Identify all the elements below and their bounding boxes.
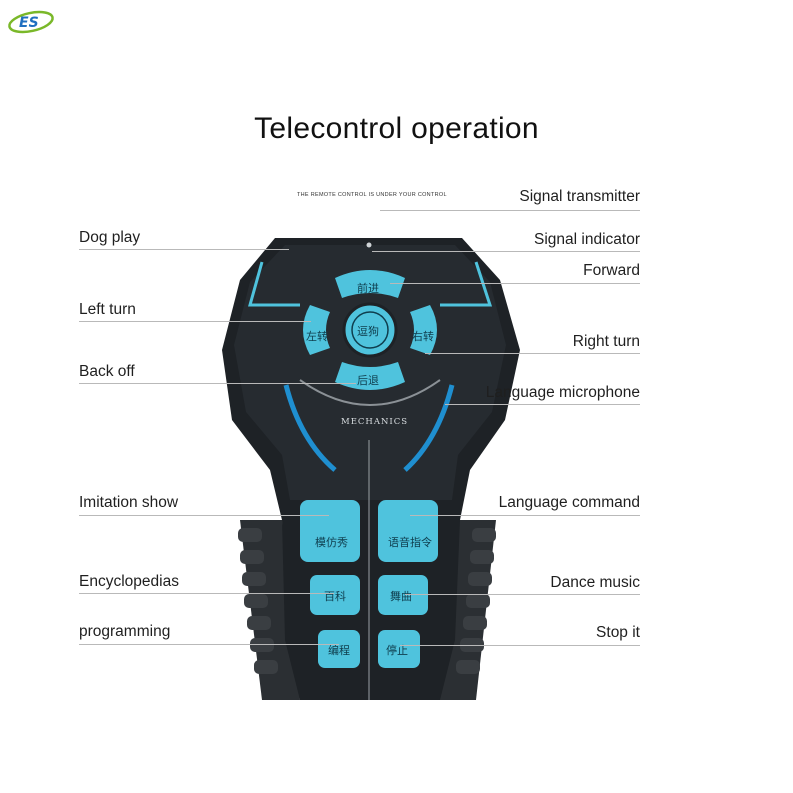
- leader-line: [400, 645, 640, 646]
- back-button-label: 后退: [357, 374, 379, 387]
- leader-line: [79, 321, 311, 322]
- leader-line: [79, 249, 289, 250]
- voice-command-button-label: 语音指令: [388, 535, 432, 549]
- label-dance-music: Dance music: [550, 574, 640, 591]
- left-button-label: 左转: [306, 329, 328, 343]
- company-logo: ES: [8, 10, 54, 34]
- right-button-label: 右转: [412, 329, 434, 343]
- leader-line: [390, 283, 640, 284]
- label-signal-transmitter: Signal transmitter: [519, 188, 640, 205]
- leader-line: [405, 594, 640, 595]
- dance-button-label: 舞曲: [390, 590, 412, 603]
- leader-line: [380, 210, 640, 211]
- leader-line: [79, 644, 339, 645]
- label-dog-play: Dog play: [79, 229, 141, 246]
- label-language-command: Language command: [498, 494, 640, 511]
- leader-line: [79, 593, 334, 594]
- remote-top-text: THE REMOTE CONTROL IS UNDER YOUR CONTROL: [297, 192, 447, 198]
- label-programming: programming: [79, 623, 171, 640]
- signal-indicator-light: [366, 242, 372, 248]
- label-left-turn: Left turn: [79, 301, 136, 318]
- center-button-label: 逗狗: [357, 325, 379, 338]
- label-signal-indicator: Signal indicator: [534, 231, 640, 248]
- label-stop-it: Stop it: [596, 624, 640, 641]
- label-language-microphone: Language microphone: [485, 384, 640, 401]
- brand-label: MECHANICS: [341, 417, 408, 427]
- leader-line: [445, 404, 640, 405]
- programming-button-label: 编程: [328, 643, 350, 657]
- leader-line: [425, 353, 640, 354]
- leader-line: [79, 383, 356, 384]
- label-forward: Forward: [583, 262, 640, 279]
- label-encyclopedias: Encyclopedias: [79, 573, 179, 590]
- stop-button-label: 停止: [386, 643, 408, 657]
- dpad: 前进 后退 逗狗 左转 右转: [303, 270, 437, 390]
- label-back-off: Back off: [79, 363, 135, 380]
- leader-line: [79, 515, 329, 516]
- encyclopedia-button-label: 百科: [324, 589, 346, 603]
- leader-line: [372, 251, 640, 252]
- page-title: Telecontrol operation: [254, 112, 539, 145]
- imitation-button-label: 模仿秀: [315, 536, 348, 549]
- label-right-turn: Right turn: [572, 333, 640, 350]
- leader-line: [410, 515, 640, 516]
- forward-button-label: 前进: [357, 281, 379, 295]
- logo-text: ES: [19, 15, 39, 31]
- label-imitation-show: Imitation show: [79, 494, 179, 511]
